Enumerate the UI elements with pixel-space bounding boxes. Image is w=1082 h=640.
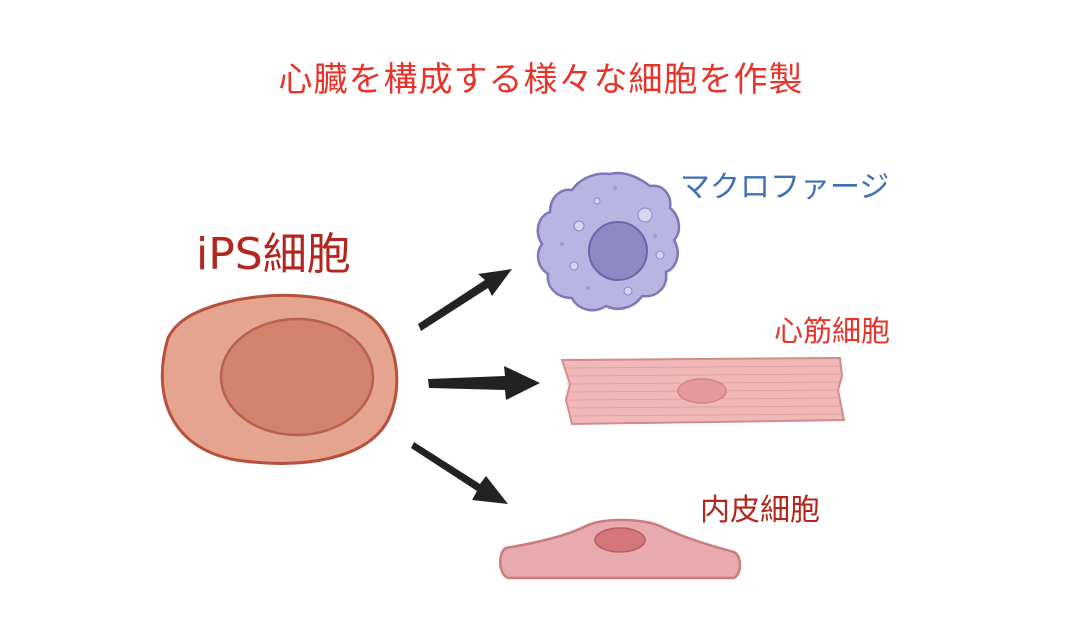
cardiomyocyte-nucleus xyxy=(677,378,727,404)
arrow-to-cardiomyocyte xyxy=(428,366,540,400)
cardiomyocyte-label: 心筋細胞 xyxy=(774,314,891,348)
arrow-to-macrophage xyxy=(418,269,512,331)
endothelial-cell-illustration xyxy=(499,518,742,580)
endothelial-cell-label: 内皮細胞 xyxy=(700,493,820,528)
diagram-title: 心臓を構成する様々な細胞を作製 xyxy=(278,60,804,100)
macrophage-illustration xyxy=(536,171,681,312)
ips-nucleus xyxy=(219,317,375,437)
endothelial-nucleus xyxy=(594,527,646,553)
ips-cell-label: iPS細胞 xyxy=(196,229,351,280)
macrophage-label: マクロファージ xyxy=(680,170,890,205)
macrophage-nucleus xyxy=(588,221,648,281)
arrow-to-endothelial xyxy=(411,442,508,504)
ips-cell-illustration xyxy=(160,293,399,465)
cardiomyocyte-illustration xyxy=(560,356,846,426)
